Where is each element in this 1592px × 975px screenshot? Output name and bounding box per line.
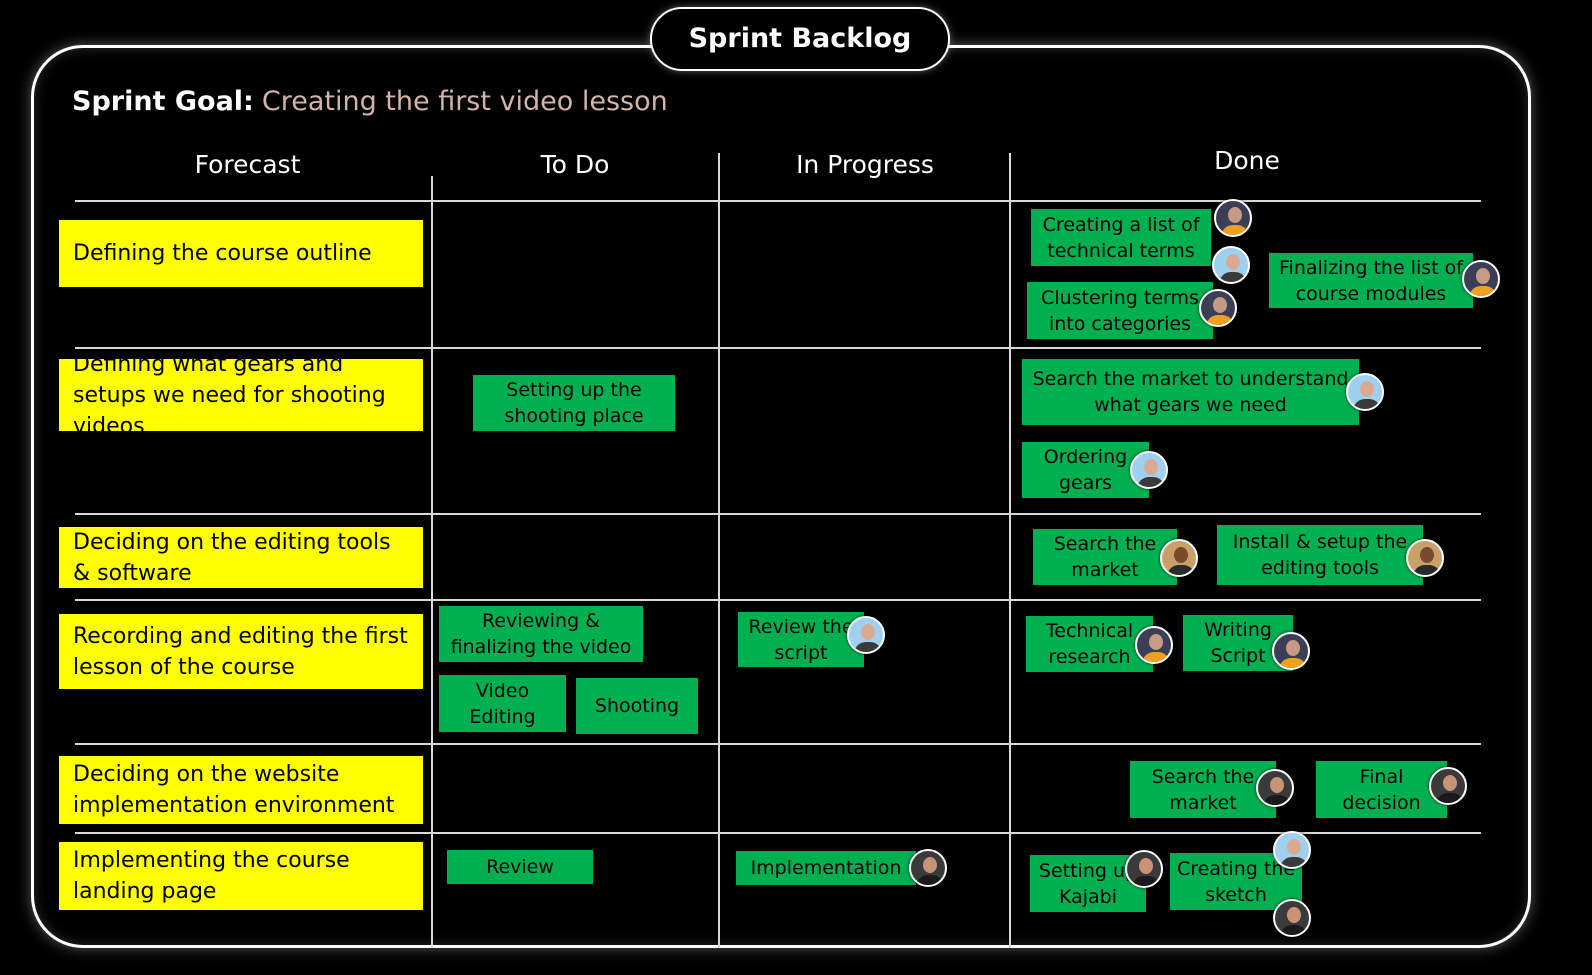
assignee-avatar [1256,769,1294,807]
column-header-done: Done [1214,146,1280,175]
task-card[interactable]: Setting up the shooting place [473,375,675,431]
task-card[interactable]: Finalizing the list of course modules [1269,253,1473,308]
column-divider [431,176,433,948]
row-divider [75,832,1481,834]
forecast-item: Defining the course outline [59,220,423,287]
sprint-goal-value: Creating the first video lesson [261,86,668,117]
task-card[interactable]: Clustering terms into categories [1027,282,1213,339]
task-card[interactable]: Ordering gears [1022,442,1149,498]
assignee-avatar [1135,626,1173,664]
assignee-avatar [1462,260,1500,298]
task-card[interactable]: Review [447,850,593,884]
column-header-in-progress: In Progress [796,150,934,179]
row-divider [75,200,1481,202]
forecast-item: Defining what gears and setups we need f… [59,352,423,439]
task-card[interactable]: Review the script [738,612,864,667]
task-card[interactable]: Final decision [1316,761,1447,818]
task-card[interactable]: Search the market to understand what gea… [1022,359,1359,425]
assignee-avatar [1429,767,1467,805]
task-card[interactable]: Reviewing & finalizing the video [439,606,643,662]
row-divider [75,513,1481,515]
assignee-avatar [1212,246,1250,284]
assignee-avatar [1125,850,1163,888]
board-title: Sprint Backlog [650,7,950,71]
column-header-forecast: Forecast [194,150,301,179]
sprint-goal: Sprint Goal:Creating the first video les… [72,86,668,117]
sprint-goal-label: Sprint Goal: [72,86,254,117]
assignee-avatar [1273,899,1311,937]
assignee-avatar [1214,199,1252,237]
assignee-avatar [1272,632,1310,670]
assignee-avatar [1130,451,1168,489]
column-divider [718,153,720,948]
task-card[interactable]: Install & setup the editing tools [1217,525,1423,585]
forecast-item: Implementing the course landing page [59,842,423,910]
task-card[interactable]: Technical research [1026,616,1153,672]
assignee-avatar [909,849,947,887]
assignee-avatar [847,616,885,654]
assignee-avatar [1273,831,1311,869]
row-divider [75,743,1481,745]
task-card[interactable]: Search the market [1033,529,1177,585]
column-divider [1009,153,1011,948]
task-card[interactable]: Creating a list of technical terms [1031,209,1211,266]
assignee-avatar [1199,289,1237,327]
task-card[interactable]: Search the market [1130,761,1276,818]
row-divider [75,599,1481,601]
forecast-item: Deciding on the website implementation e… [59,756,423,824]
forecast-item: Deciding on the editing tools & software [59,527,423,588]
assignee-avatar [1406,539,1444,577]
task-card[interactable]: Implementation [736,851,916,885]
assignee-avatar [1346,373,1384,411]
row-divider [75,347,1481,349]
task-card[interactable]: Video Editing [439,675,566,732]
assignee-avatar [1160,539,1198,577]
task-card[interactable]: Shooting [576,678,698,734]
forecast-item: Recording and editing the first lesson o… [59,614,423,689]
column-header-todo: To Do [540,150,610,179]
